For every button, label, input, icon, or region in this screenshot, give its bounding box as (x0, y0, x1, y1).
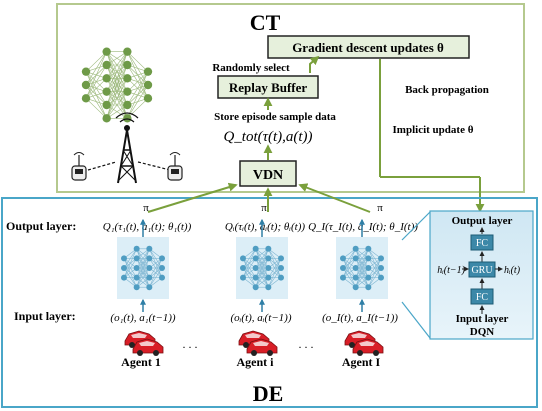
dqn-h-out-label: hᵢ(t) (504, 265, 521, 276)
dqn-callout-top (401, 211, 431, 241)
ellipsis-1: . . . (183, 337, 198, 351)
de-region (1, 197, 538, 408)
ellipsis-2: . . . (299, 337, 314, 351)
implicit-update-label: Implicit update θ (393, 124, 474, 136)
de-title: DE (253, 381, 284, 406)
dqn-gru-label: GRU (471, 265, 493, 276)
vdn-label: VDN (253, 168, 283, 183)
ct-network-graph (81, 47, 153, 123)
back-propagation-label: Back propagation (405, 84, 489, 96)
car-icon (132, 338, 164, 356)
replay-buffer-label: Replay Buffer (229, 80, 308, 95)
car-icon (246, 338, 278, 356)
randomly-select-label: Randomly select (212, 62, 290, 74)
pi-agent1: π (143, 202, 149, 214)
vdn-box (239, 160, 297, 187)
dqn-fc-bottom (470, 288, 494, 305)
ct-title: CT (250, 10, 281, 35)
vehicle-antenna-left-icon (71, 152, 87, 181)
wireless-link-right (137, 161, 171, 171)
agentI-q-label: Q_I(τ_I(t), a_I(t); θ_I(t)) (308, 221, 418, 233)
ct-network-icon (81, 47, 153, 123)
agent-network-graph (121, 245, 165, 291)
agentI-to-vdn-arrow (298, 183, 371, 213)
dqn-output-layer-label: Output layer (452, 215, 513, 227)
q-tot-label: Q_tot(τ(t),a(t)) (223, 129, 312, 145)
tower-icon (115, 112, 139, 184)
dqn-input-layer-label: Input layer (456, 313, 509, 325)
store-episode-label: Store episode sample data (214, 111, 336, 123)
input-layer-label: Input layer: (14, 309, 76, 323)
agent-networks (117, 218, 388, 312)
agent1-to-vdn-arrow (147, 182, 238, 213)
agentI-name: Agent I (342, 355, 381, 369)
agent1-obs-label: (o₁(t), a₁(t−1)) (110, 312, 175, 324)
agent-network-graph (240, 245, 284, 291)
dqn-fc-bottom-label: FC (476, 292, 489, 303)
agenti-obs-label: (oᵢ(t), aᵢ(t−1)) (231, 312, 292, 324)
agent1-name: Agent 1 (121, 355, 161, 369)
gradient-descent-box (267, 35, 470, 59)
car-icon (352, 338, 384, 356)
agent-network-graph (340, 245, 384, 291)
agenti-name: Agent i (237, 355, 275, 369)
pi-agentI: π (377, 202, 383, 214)
output-layer-label: Output layer: (6, 219, 76, 233)
gradient-descent-label: Gradient descent updates θ (292, 40, 444, 55)
vehicle-antenna-right-icon (167, 152, 183, 181)
pi-agenti: π (261, 202, 267, 214)
agenti-q-label: Qᵢ(τᵢ(t), aᵢ(t); θᵢ(t)) (225, 221, 305, 233)
agentI-obs-label: (o_I(t), a_I(t−1)) (322, 312, 398, 324)
dqn-fc-top-label: FC (476, 238, 489, 249)
dqn-callout-bottom (401, 301, 431, 339)
randomly-select-arrow (309, 55, 320, 73)
agent-cars (124, 330, 384, 356)
dqn-h-in-label: hᵢ(t−1) (437, 265, 465, 276)
dqn-fc-top (470, 234, 494, 251)
dqn-label: DQN (470, 326, 495, 338)
agent1-q-label: Q₁(τ₁(t), a₁(t); θ₁(t)) (103, 221, 192, 233)
